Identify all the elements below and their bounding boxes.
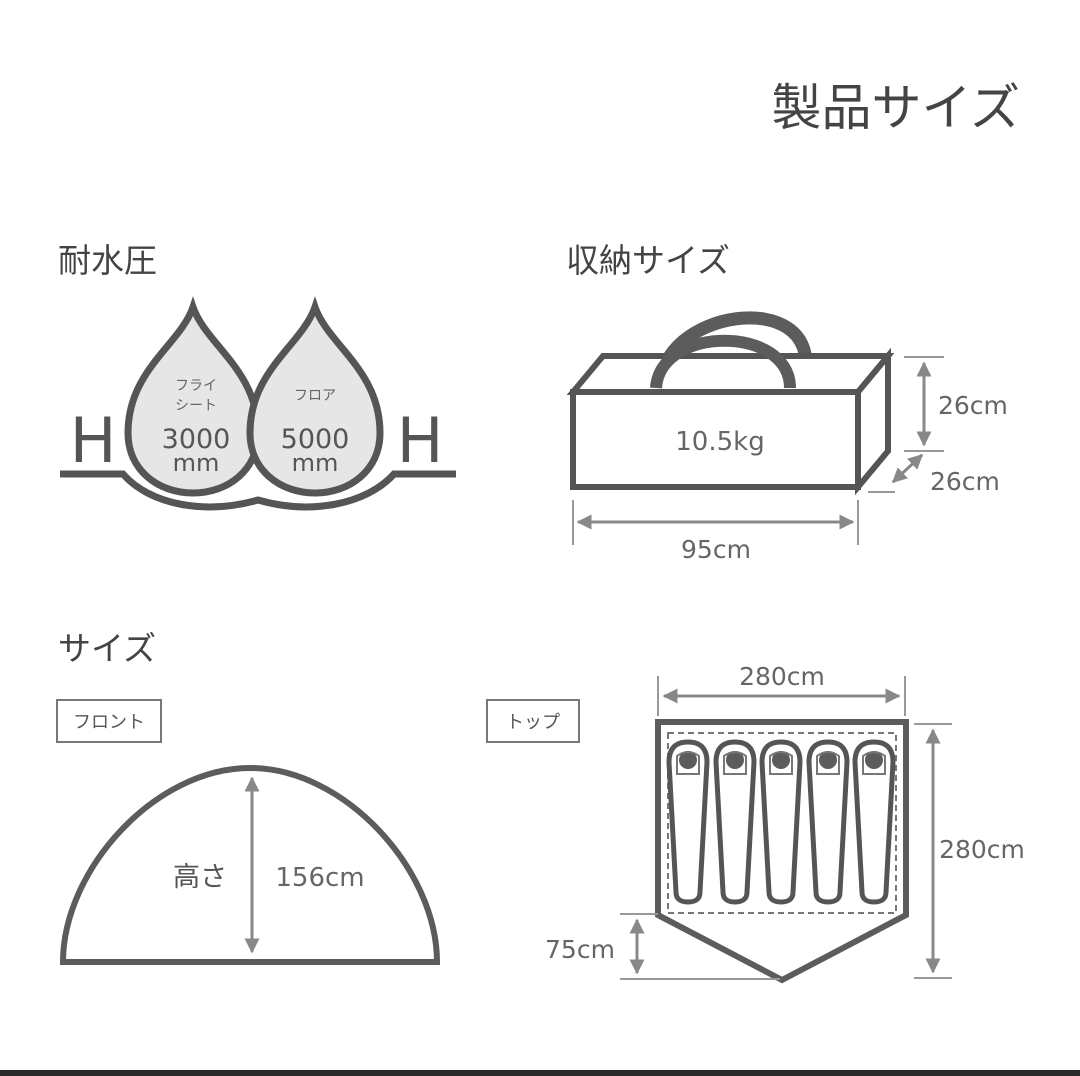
top-width-value: 280cm (739, 662, 825, 691)
bag-depth-arrow (891, 453, 924, 484)
floor-unit: mm (292, 449, 339, 477)
h-letter-left: H (70, 404, 117, 477)
inner-tent-outline (667, 732, 897, 914)
top-length-value: 280cm (939, 835, 1025, 864)
sleeper-head (679, 751, 697, 769)
sleeping-bag (666, 739, 710, 905)
vestibule-value: 75cm (545, 935, 615, 964)
h-letter-right: H (397, 404, 444, 477)
bag-length-value: 95cm (681, 535, 751, 564)
sleeping-bag (759, 739, 803, 905)
waterproof-graphic (60, 296, 456, 511)
fly-label-line1: フライ (175, 378, 217, 394)
waterproof-heading: 耐水圧 (58, 241, 157, 280)
fly-unit: mm (173, 449, 220, 477)
top-tag: トップ (506, 712, 560, 733)
page-title: 製品サイズ (772, 79, 1021, 137)
floor-value: 5000 (281, 424, 350, 455)
floor-label: フロア (294, 388, 336, 404)
sleeping-bag (713, 739, 757, 905)
ground-line (60, 470, 456, 511)
sleeper-head (772, 751, 790, 769)
front-tag-box (56, 699, 162, 743)
bag-height-value: 26cm (938, 391, 1008, 420)
front-height-value: 156cm (275, 863, 364, 893)
storage-bag-graphic (566, 311, 895, 496)
floor-drop (246, 296, 384, 497)
bottom-band (0, 1070, 1080, 1076)
sleeping-bag-hood (723, 751, 747, 775)
front-height-label: 高さ (173, 862, 227, 893)
sleeping-bag-group (666, 739, 896, 905)
sleeper-head (865, 751, 883, 769)
bag-front (570, 389, 861, 490)
sleeping-bag-hood (816, 751, 840, 775)
sleeping-bag-hood (862, 751, 886, 775)
front-tag: フロント (73, 712, 145, 733)
sleeper-head (726, 751, 744, 769)
top-tag-box (486, 699, 580, 743)
fly-label-line2: シート (175, 398, 217, 414)
bag-handle-front (650, 334, 796, 389)
front-dome (59, 764, 441, 965)
sleeping-bag (806, 739, 850, 905)
sleeping-bag-hood (676, 751, 700, 775)
bag-depth-value: 26cm (930, 467, 1000, 496)
size-heading: サイズ (58, 629, 156, 668)
sleeper-head (819, 751, 837, 769)
fly-sheet-drop (124, 296, 262, 497)
storage-heading: 収納サイズ (566, 241, 730, 280)
bag-weight: 10.5kg (675, 427, 764, 457)
sleeping-bag-hood (769, 751, 793, 775)
fly-value: 3000 (162, 424, 231, 455)
sleeping-bag (852, 739, 896, 905)
